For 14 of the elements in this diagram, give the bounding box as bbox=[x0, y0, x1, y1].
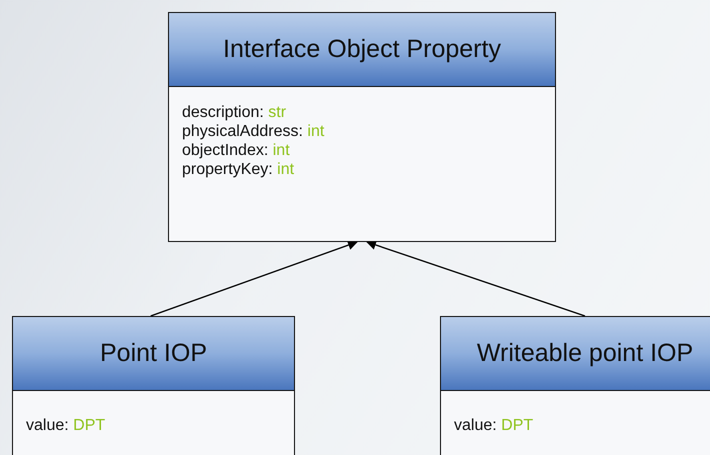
class-name: Writeable point IOP bbox=[476, 339, 694, 368]
class-box bbox=[440, 316, 710, 455]
arrow bbox=[366, 240, 586, 317]
attribute-text: description: str bbox=[182, 103, 288, 122]
class-name: Point IOP bbox=[100, 339, 207, 368]
arrow bbox=[150, 240, 358, 317]
attribute-text: objectIndex: int bbox=[182, 141, 291, 160]
class-name: Interface Object Property bbox=[223, 35, 501, 64]
attribute-text: value: DPT bbox=[454, 416, 534, 435]
attribute-text: value: DPT bbox=[26, 416, 106, 435]
attribute-text: physicalAddress: int bbox=[182, 122, 326, 141]
class-box bbox=[168, 12, 556, 242]
attribute-text: propertyKey: int bbox=[182, 160, 296, 179]
class-box bbox=[12, 316, 295, 455]
